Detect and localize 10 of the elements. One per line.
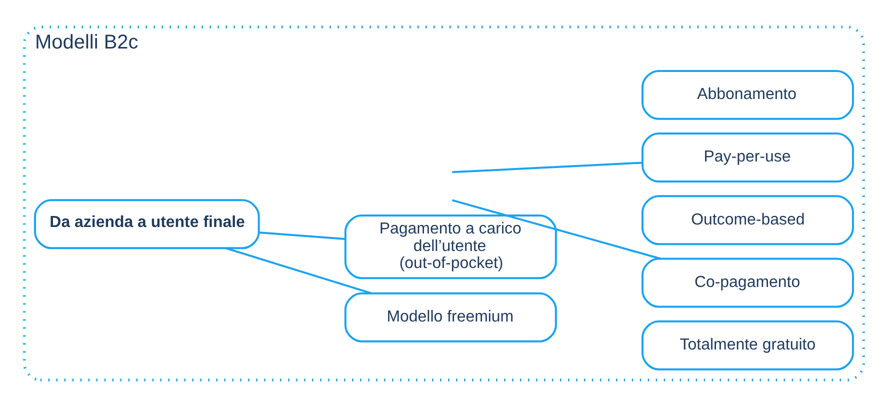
node-box: Modello freemium bbox=[344, 292, 557, 342]
node-box: Pay-per-use bbox=[642, 132, 854, 183]
node-box: Co-pagamento bbox=[642, 258, 854, 308]
node-box: Abbonamento bbox=[642, 70, 854, 120]
node-box: Outcome-based bbox=[642, 195, 854, 246]
node-box: Pagamento a carico dell’utente (out-of-pocket) bbox=[344, 214, 557, 280]
connector bbox=[452, 162, 642, 174]
node-box: Da azienda a utente finale bbox=[34, 199, 260, 250]
node-box: Totalmente gratuito bbox=[642, 320, 854, 370]
connector bbox=[259, 232, 346, 240]
